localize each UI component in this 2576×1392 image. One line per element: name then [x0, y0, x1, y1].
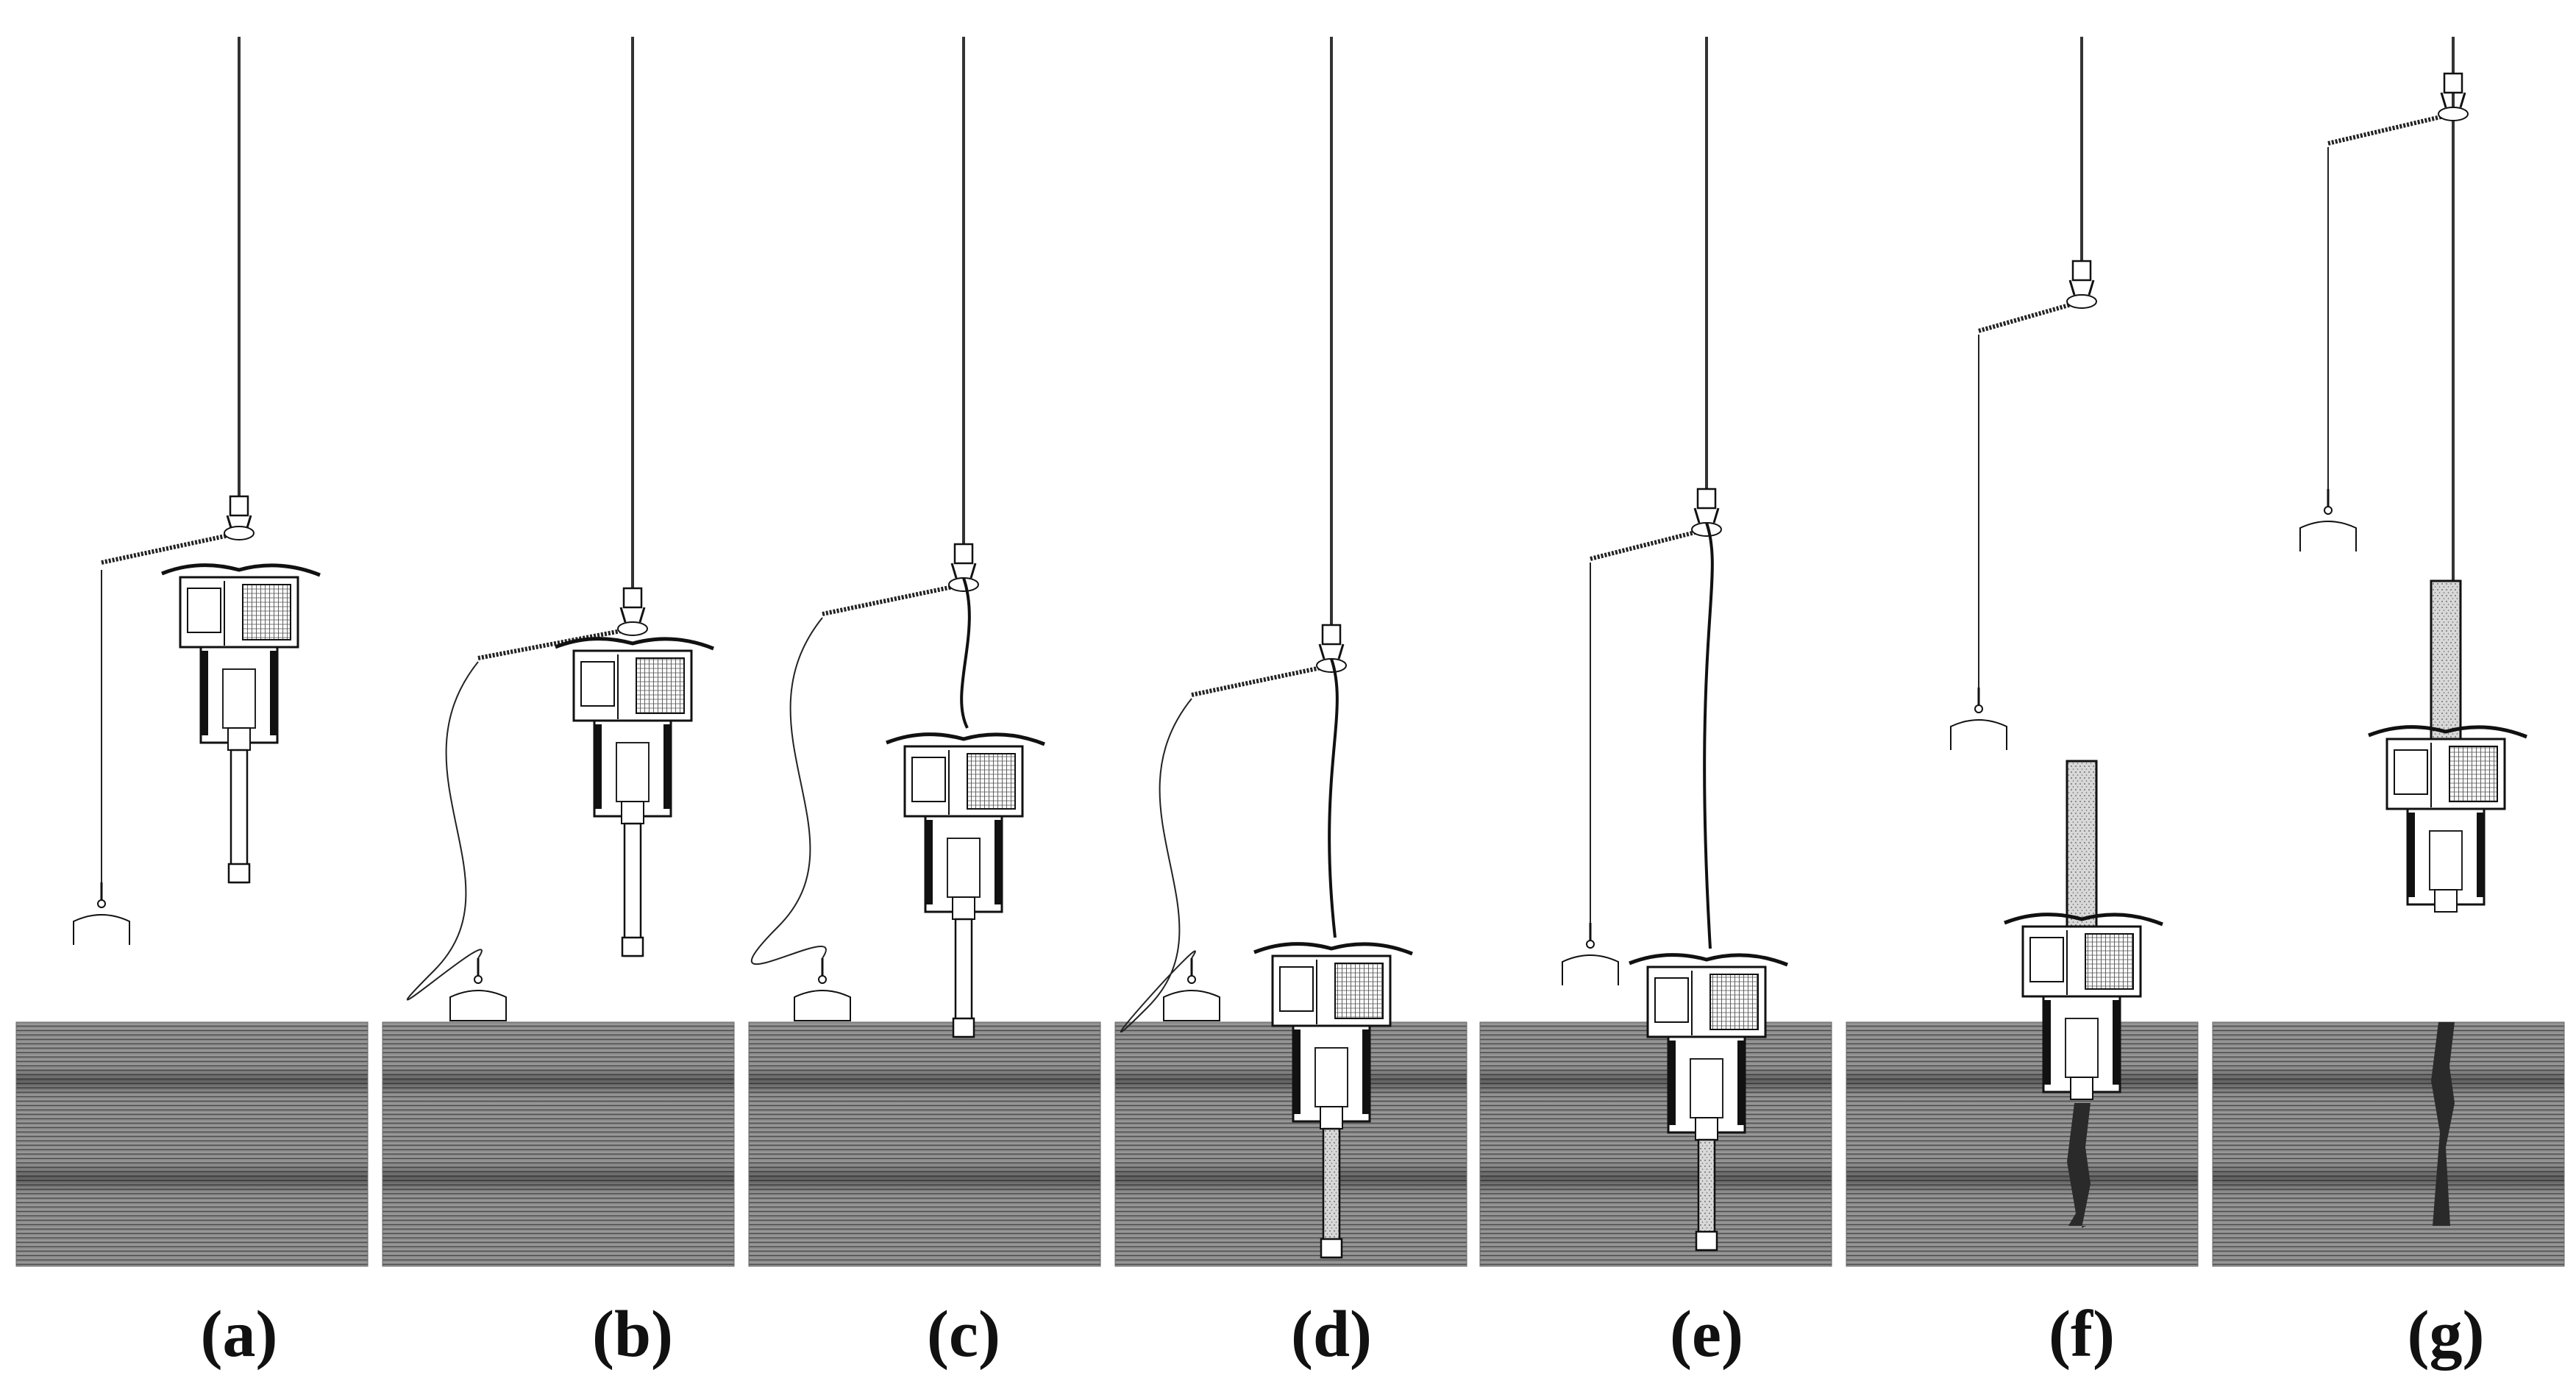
panel-label-letter: g: [2429, 1298, 2463, 1371]
release-hook: [950, 543, 977, 579]
panel-label-letter: a: [222, 1298, 256, 1371]
sampler-body: [886, 732, 1045, 920]
trigger-arm: [1191, 663, 1332, 697]
sampler-body: [2004, 913, 2163, 1100]
trigger-weight: [449, 958, 507, 1021]
release-hook: [2068, 260, 2095, 296]
sediment-sample: [2431, 1022, 2455, 1226]
panel-label-letter: f: [2071, 1298, 2093, 1371]
panel-label-b: (b): [591, 1298, 674, 1371]
trigger-weight: [1950, 688, 2007, 750]
panel-label-g: (g): [2407, 1298, 2485, 1371]
trigger-line: [750, 617, 827, 966]
sampler-body: [555, 637, 714, 824]
sampler-body: [1629, 953, 1788, 1141]
panel-label-letter: d: [1312, 1298, 1351, 1371]
core-barrel: [623, 822, 642, 957]
panel-d: [1114, 37, 1467, 1267]
panel-g: [2212, 37, 2565, 1267]
panel-label-e: (e): [1670, 1298, 1743, 1371]
core-barrel: [2430, 579, 2462, 752]
sampler-body: [2368, 725, 2527, 913]
trigger-arm: [101, 531, 240, 565]
release-hook: [1318, 624, 1345, 660]
trigger-line: [1120, 698, 1196, 1033]
trigger-arm: [2327, 112, 2454, 146]
panel-b: [382, 37, 735, 1267]
panel-label-c: (c): [927, 1298, 1000, 1371]
release-hook: [226, 495, 252, 531]
panel-f: [1846, 37, 2199, 1267]
trigger-arm: [477, 627, 633, 660]
trigger-arm: [822, 582, 964, 616]
panel-a: [15, 37, 369, 1267]
trigger-weight: [73, 882, 130, 945]
core-barrel: [230, 749, 249, 884]
release-hook: [619, 587, 646, 623]
sampler-body: [161, 563, 321, 751]
release-hook: [2440, 72, 2466, 108]
panel-label-letter: b: [613, 1298, 652, 1371]
trigger-line: [406, 661, 483, 1001]
release-hook: [1693, 488, 1720, 524]
panel-label-letter: e: [1692, 1298, 1721, 1371]
panel-c: [748, 37, 1101, 1267]
panel-label-d: (d): [1290, 1298, 1373, 1371]
sediment-sample: [2067, 1103, 2091, 1228]
trigger-weight: [1562, 923, 1619, 985]
trigger-weight: [794, 958, 851, 1021]
panel-label-a: (a): [200, 1298, 278, 1371]
trigger-arm: [1978, 299, 2082, 333]
sampler-body: [1253, 942, 1413, 1129]
core-barrel: [2066, 760, 2098, 939]
trigger-weight: [2299, 489, 2357, 552]
panel-e: [1479, 37, 1832, 1267]
panel-label-f: (f): [2049, 1298, 2115, 1371]
trigger-weight: [1163, 958, 1220, 1021]
panel-label-letter: c: [949, 1298, 978, 1371]
trigger-arm: [1590, 527, 1707, 561]
